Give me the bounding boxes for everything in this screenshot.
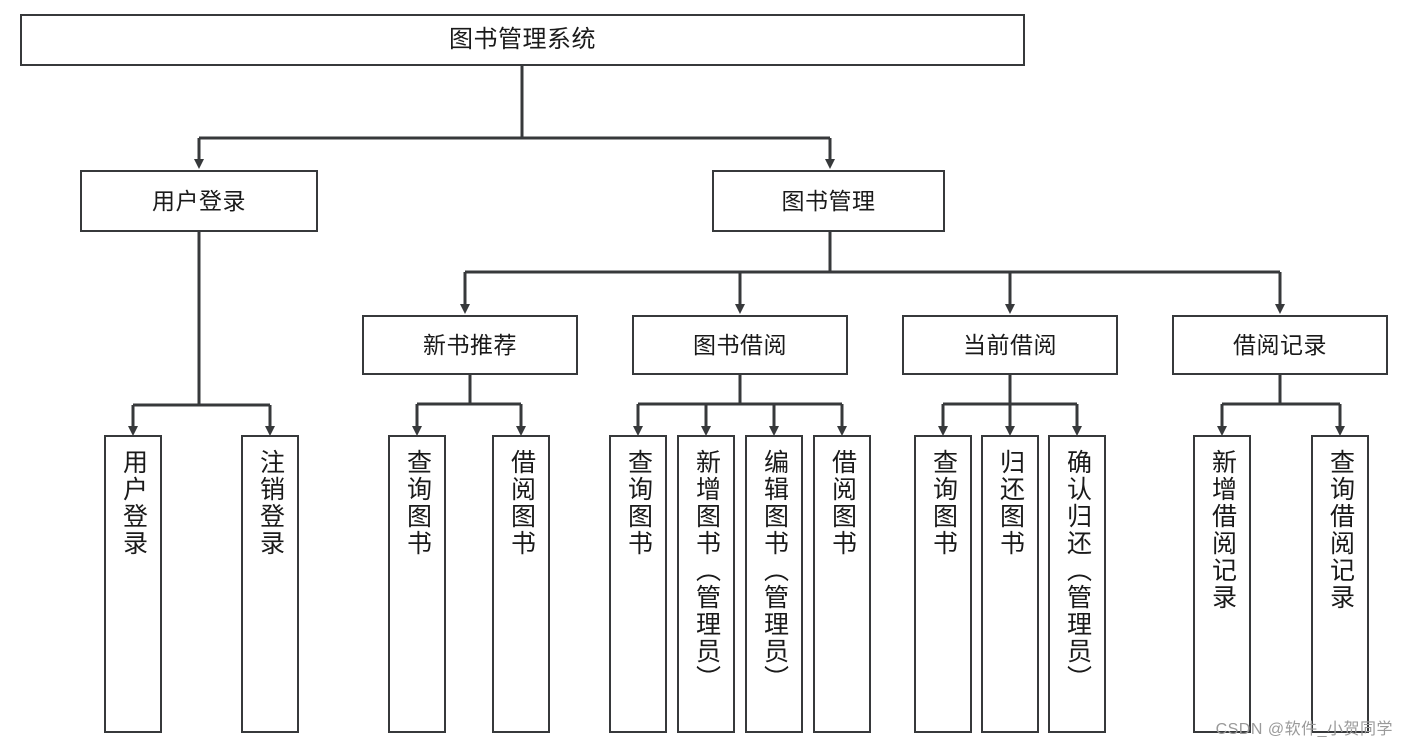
- leaf-add-book-admin[interactable]: 新增图书（管理员）: [677, 435, 735, 733]
- node-label: 用户登录: [152, 187, 246, 214]
- leaf-borrow-book[interactable]: 借阅图书: [813, 435, 871, 733]
- node-label: 查询图书: [624, 449, 653, 557]
- node-label: 当前借阅: [963, 331, 1057, 358]
- node-label: 图书管理系统: [449, 26, 596, 54]
- node-label: 图书管理: [781, 187, 876, 214]
- leaf-query-book-current[interactable]: 查询图书: [914, 435, 972, 733]
- node-label: 新书推荐: [423, 331, 517, 358]
- leaf-add-borrow-record[interactable]: 新增借阅记录: [1193, 435, 1251, 733]
- node-book-management[interactable]: 图书管理: [712, 170, 945, 232]
- node-label: 用户登录: [119, 449, 148, 557]
- node-new-book-recommend[interactable]: 新书推荐: [362, 315, 578, 375]
- node-label: 查询图书: [403, 449, 432, 557]
- leaf-logout[interactable]: 注销登录: [241, 435, 299, 733]
- leaf-query-borrow-record[interactable]: 查询借阅记录: [1311, 435, 1369, 733]
- node-label: 确认归还（管理员）: [1063, 449, 1092, 692]
- node-label: 注销登录: [256, 449, 285, 557]
- node-label: 编辑图书（管理员）: [760, 449, 789, 692]
- csdn-watermark: CSDN @软件_小贺同学: [1215, 721, 1393, 738]
- node-label: 借阅记录: [1233, 331, 1327, 358]
- leaf-query-book-borrow[interactable]: 查询图书: [609, 435, 667, 733]
- node-root-system[interactable]: 图书管理系统: [20, 14, 1025, 66]
- node-label: 新增图书（管理员）: [692, 449, 721, 692]
- leaf-query-book-recommend[interactable]: 查询图书: [388, 435, 446, 733]
- node-label: 新增借阅记录: [1208, 449, 1237, 611]
- node-label: 查询借阅记录: [1326, 449, 1355, 611]
- node-book-borrow[interactable]: 图书借阅: [632, 315, 848, 375]
- node-label: 图书借阅: [693, 331, 787, 358]
- leaf-confirm-return-admin[interactable]: 确认归还（管理员）: [1048, 435, 1106, 733]
- node-current-borrow[interactable]: 当前借阅: [902, 315, 1118, 375]
- node-label: 借阅图书: [828, 449, 857, 557]
- node-label: 借阅图书: [507, 449, 536, 557]
- leaf-borrow-book-recommend[interactable]: 借阅图书: [492, 435, 550, 733]
- node-label: 归还图书: [996, 449, 1025, 557]
- leaf-return-book[interactable]: 归还图书: [981, 435, 1039, 733]
- leaf-user-login[interactable]: 用户登录: [104, 435, 162, 733]
- node-user-login[interactable]: 用户登录: [80, 170, 318, 232]
- node-borrow-record[interactable]: 借阅记录: [1172, 315, 1388, 375]
- leaf-edit-book-admin[interactable]: 编辑图书（管理员）: [745, 435, 803, 733]
- node-label: 查询图书: [929, 449, 958, 557]
